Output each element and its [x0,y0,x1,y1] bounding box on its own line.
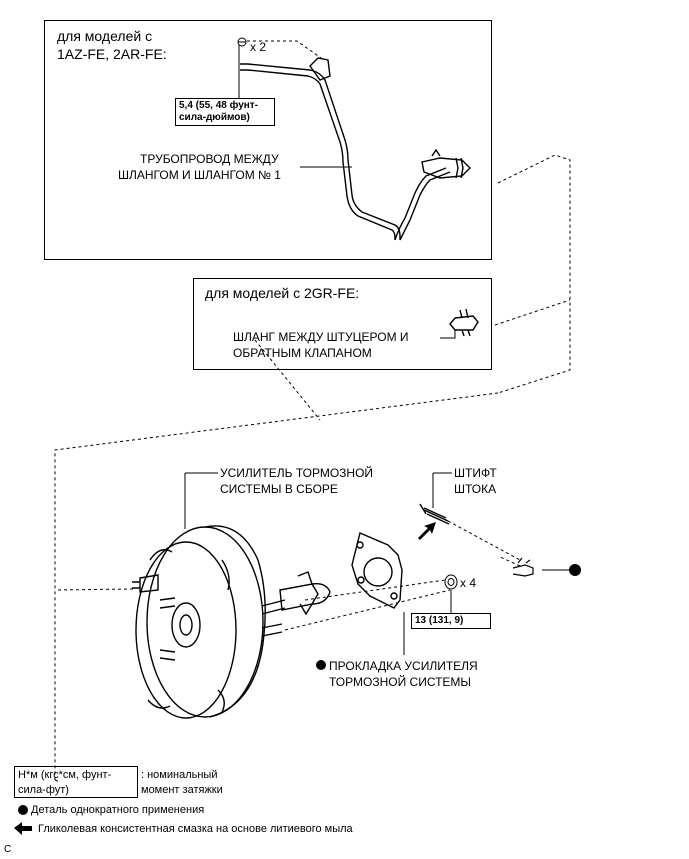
pin-label-line1: ШТИФТ [454,466,497,480]
panel1-part-line2: ШЛАНГОМ И ШЛАНГОМ № 1 [118,168,281,182]
panel1-torque-line1: 5,4 (55, 48 фунт- [179,100,259,111]
legend-unit-box [14,766,138,798]
gasket-label-line1: ПРОКЛАДКА УСИЛИТЕЛЯ [329,659,478,673]
panel2-part-line1: ШЛАНГ МЕЖДУ ШТУЦЕРОМ И [233,330,409,344]
panel-2gr [193,278,492,370]
footer-letter: C [4,844,12,855]
panel1-title-line1: для моделей с [57,28,153,44]
booster-label-line2: СИСТЕМЫ В СБОРЕ [220,482,338,496]
legend-single-use: Деталь однократного применения [31,804,205,816]
legend-unit-line1: Н*м (кгс*см, фунт- [18,769,112,781]
legend-unit-desc-line2: момент затяжки [141,784,223,796]
nut-torque-spec: 13 (131, 9) [411,613,491,629]
legend-grease: Гликолевая консистентная смазка на основ… [38,823,353,835]
pin-label-line2: ШТОКА [454,482,497,496]
panel1-quantity: x 2 [250,40,267,54]
booster-label-line1: УСИЛИТЕЛЬ ТОРМОЗНОЙ [220,466,374,480]
panel1-part-line1: ТРУБОПРОВОД МЕЖДУ [140,152,279,166]
gasket-label-line2: ТОРМОЗНОЙ СИСТЕМЫ [329,675,472,689]
panel1-title-line2: 1AZ-FE, 2AR-FE: [57,46,167,62]
panel-1az-2ar [44,20,492,260]
panel2-title: для моделей с 2GR-FE: [205,285,360,301]
panel1-torque-spec: 5,4 (55, 48 фунт- сила-дюймов) [175,98,275,126]
nut-quantity: x 4 [460,576,477,590]
panel2-part-line2: ОБРАТНЫМ КЛАПАНОМ [233,346,372,360]
legend-unit-line2: сила-фут) [18,784,69,796]
panel1-torque-line2: сила-дюймов) [179,112,250,123]
legend-unit-desc-line1: : номинальный [141,769,218,781]
